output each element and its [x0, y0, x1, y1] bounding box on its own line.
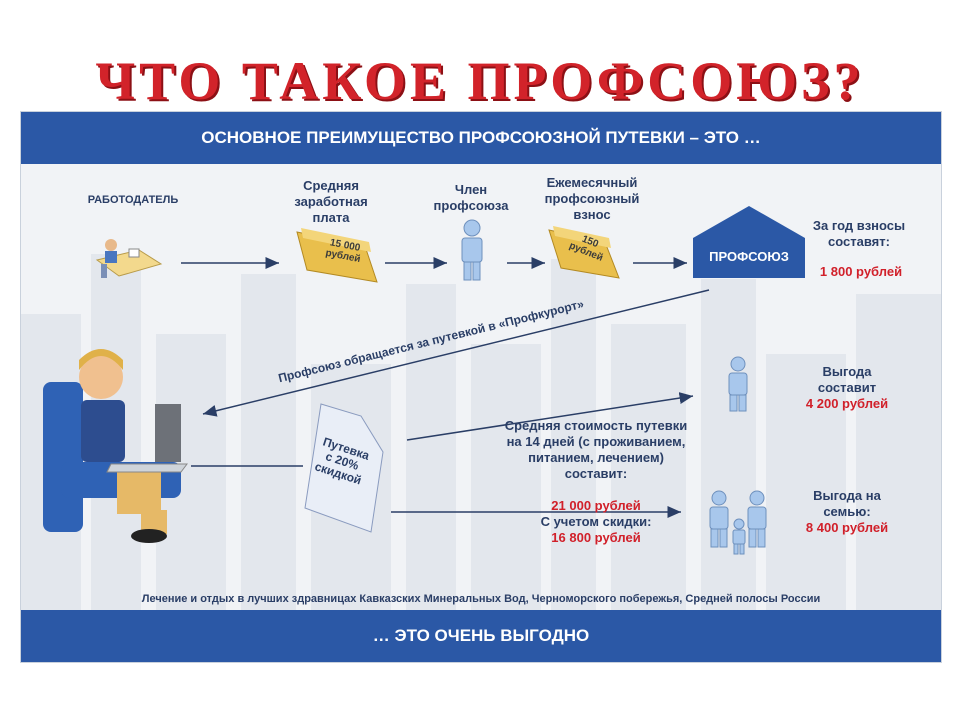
- employer-label: РАБОТОДАТЕЛЬ: [63, 192, 203, 208]
- family-benefit-value: 8 400 рублей: [787, 520, 907, 536]
- salary-label: Средняя заработная плата: [283, 178, 379, 226]
- single-benefit-label: Выгода составит: [797, 364, 897, 396]
- year-fee-label: За год взносы составят:: [811, 218, 907, 250]
- discount-value: 16 800 рублей: [501, 530, 691, 546]
- page-title: ЧТО ТАКОЕ ПРОФСОЮЗ?: [0, 50, 960, 112]
- member-label: Член профсоюза: [425, 182, 517, 214]
- single-benefit-value: 4 200 рублей: [787, 396, 907, 412]
- cost-value: 21 000 рублей: [501, 498, 691, 514]
- cost-label: Средняя стоимость путевки на 14 дней (с …: [501, 418, 691, 482]
- footer-note: Лечение и отдых в лучших здравницах Кавк…: [21, 593, 941, 605]
- union-house-icon: [691, 204, 807, 280]
- single-benefit-figure-icon: [729, 357, 747, 411]
- person-laptop-icon: [43, 349, 187, 543]
- arrow-union-to-person: [203, 290, 709, 414]
- member-figure-icon: [462, 220, 482, 280]
- family-benefit-label: Выгода на семью:: [797, 488, 897, 520]
- footer-bar: … ЭТО ОЧЕНЬ ВЫГОДНО: [21, 610, 941, 662]
- discount-label: С учетом скидки:: [501, 514, 691, 530]
- employer-desk-icon: [97, 239, 161, 278]
- union-label: ПРОФСОЮЗ: [693, 249, 805, 264]
- family-figures-icon: [710, 491, 766, 554]
- infographic-panel: ОСНОВНОЕ ПРЕИМУЩЕСТВО ПРОФСОЮЗНОЙ ПУТЕВК…: [20, 111, 942, 663]
- fee-label: Ежемесячный профсоюзный взнос: [527, 175, 657, 223]
- year-fee-value: 1 800 рублей: [805, 264, 917, 280]
